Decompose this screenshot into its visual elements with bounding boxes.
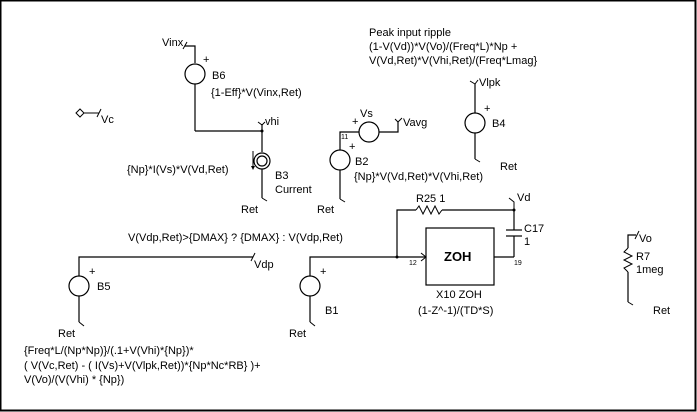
r25-label: R25 1 <box>416 193 445 205</box>
node-label-vinx: Vinx <box>162 37 184 49</box>
b5-expression-line-3: V(Vo)/(V(Vhi) * {Np}) <box>24 374 124 386</box>
b1-expression: V(Vdp,Ret)>{DMAX} ? {DMAX} : V(Vdp,Ret) <box>128 232 343 244</box>
ret-label-b2: Ret <box>317 204 334 216</box>
r7-name: R7 <box>636 251 650 263</box>
vc-port[interactable] <box>75 108 102 118</box>
plus-vs: + <box>352 116 358 128</box>
node-number-19: 19 <box>514 260 522 267</box>
node-label-vhi: vhi <box>265 116 279 128</box>
source-b5[interactable] <box>68 252 256 327</box>
plus-b2: + <box>349 141 355 153</box>
annotation-title: Peak input ripple <box>369 27 451 39</box>
resistor-r7[interactable] <box>622 230 640 306</box>
node-label-vlpk: Vlpk <box>479 77 501 89</box>
ret-flag-icon <box>261 197 268 202</box>
vc-flag-icon <box>96 108 102 118</box>
node-label-vdp: Vdp <box>254 259 274 271</box>
b3-type: Current <box>275 184 312 196</box>
c17-value: 1 <box>524 236 530 248</box>
b1-name: B1 <box>325 305 338 317</box>
b3-name: B3 <box>275 170 288 182</box>
input-arrow-icon <box>420 252 427 262</box>
port-diamond-icon <box>75 108 85 118</box>
b5-name: B5 <box>97 281 110 293</box>
vdp-flag-icon <box>250 252 256 262</box>
ret-flag-icon <box>339 198 346 203</box>
b4-name: B4 <box>492 118 505 130</box>
ret-flag-icon <box>309 321 316 327</box>
ret-label-r7: Ret <box>653 305 670 317</box>
node-label-vd: Vd <box>517 192 530 204</box>
plus-b4: + <box>484 103 490 115</box>
annotation-line-1: (1-V(Vd))*V(Vo)/(Freq*L)*Np + <box>369 41 517 53</box>
r7-value: 1meg <box>636 264 664 276</box>
ret-flag-icon <box>78 321 85 327</box>
vlpk-flag-icon <box>469 79 479 85</box>
ret-label-b5: Ret <box>58 328 75 340</box>
b6-name: B6 <box>212 70 225 82</box>
vo-flag-icon <box>634 230 640 240</box>
vinx-flag-icon <box>182 41 188 50</box>
x10-label: X10 ZOH <box>436 289 482 301</box>
source-b4[interactable] <box>464 79 486 163</box>
node-label-vavg: Vavg <box>403 117 427 129</box>
voltage-source-b4-icon <box>464 112 486 134</box>
voltage-source-b2-icon <box>329 149 351 171</box>
ret-label-b1: Ret <box>289 328 306 340</box>
b2-expression: {Np}*V(Vd,Ret)*V(Vhi,Ret) <box>354 171 483 183</box>
ret-label-b3: Ret <box>241 204 258 216</box>
b6-expression: {1-Eff}*V(Vinx,Ret) <box>211 87 302 99</box>
source-b2[interactable] <box>329 117 403 203</box>
zoh-block-x10[interactable] <box>420 227 495 286</box>
ret-flag-icon <box>474 158 481 163</box>
resistor-r25[interactable] <box>395 204 516 259</box>
voltage-source-b5-icon <box>68 275 90 297</box>
x10-transfer-function: (1-Z^-1)/(TD*S) <box>418 305 493 317</box>
vhi-flag-icon <box>257 121 266 126</box>
current-arrow-icon <box>251 166 255 170</box>
b2-name: B2 <box>355 156 368 168</box>
node-label-vo: Vo <box>639 233 652 245</box>
resistor-zigzag-icon <box>622 247 634 273</box>
ret-label-b4: Ret <box>500 161 517 173</box>
vavg-flag-icon <box>394 117 403 123</box>
source-b6[interactable] <box>182 41 262 132</box>
node-label-vs: Vs <box>360 108 373 120</box>
voltage-source-b1-icon <box>299 275 321 297</box>
resistor-zigzag-icon <box>415 204 443 216</box>
capacitor-c17[interactable] <box>494 210 522 258</box>
annotation-line-2: V(Vd,Ret)*V(Vhi,Ret)/(Freq*Lmag} <box>369 55 537 67</box>
node-number-11: 11 <box>341 134 348 141</box>
node-number-12: 12 <box>409 260 417 267</box>
b5-expression-line-2: ( V(Vc,Ret) - ( I(Vs)+V(Vlpk,Ret))*{Np*N… <box>24 360 261 372</box>
node-label-vc: Vc <box>101 114 114 126</box>
current-source-b3-icon <box>253 152 271 170</box>
plus-b6: + <box>203 54 209 66</box>
source-b3[interactable] <box>251 121 271 202</box>
c17-name: C17 <box>524 223 544 235</box>
plus-b5: + <box>89 266 95 278</box>
source-b1[interactable] <box>299 256 426 327</box>
voltage-source-b6-icon <box>184 63 206 85</box>
vd-flag-icon <box>508 197 515 210</box>
zoh-block-label: ZOH <box>444 249 471 264</box>
voltage-source-vs-icon <box>358 121 380 143</box>
ret-flag-icon <box>627 301 634 306</box>
b3-expression: {Np}*I(Vs)*V(Vd,Ret) <box>127 164 228 176</box>
b5-expression-line-1: {Freq*L/(Np*Np)}/(.1+V(Vhi)*{Np})* <box>24 345 194 357</box>
plus-b1: + <box>320 266 326 278</box>
